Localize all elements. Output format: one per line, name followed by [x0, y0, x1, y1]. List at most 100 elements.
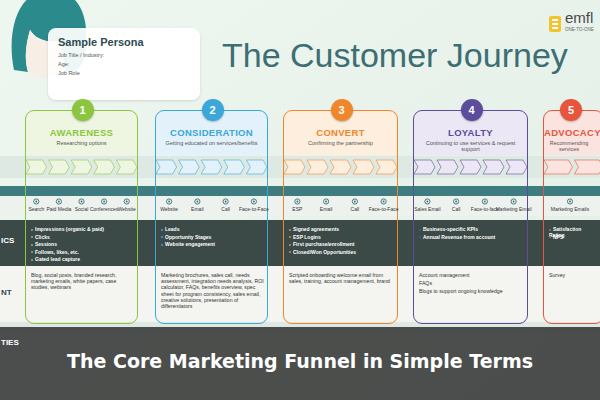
bullet-dot: [289, 236, 291, 238]
label-text: First purchase/enrollment: [293, 241, 354, 247]
stage-subtitle: Recommending services: [548, 140, 590, 153]
channel-label: Call: [221, 206, 230, 212]
stage-number-circle: 5: [560, 99, 582, 121]
channel-label: Call: [452, 206, 461, 212]
stage-number-circle: 2: [202, 99, 224, 121]
label-text: Blogs to support ongoing knowledge: [419, 288, 503, 294]
persona-card: Sample PersonaJob Title / Industry:Age:J…: [48, 28, 200, 100]
metric-item: Website engagement: [161, 241, 266, 247]
stage-card: 3CONVERTConfirming the partnership: [283, 110, 398, 324]
stage-card: 1AWARENESSResearching options: [25, 110, 138, 324]
metric-item: Sessions: [31, 241, 136, 247]
persona-name: Sample Persona: [58, 36, 190, 48]
stage-name: AWARENESS: [26, 127, 137, 138]
content-item: Survey: [549, 272, 593, 278]
channel-label: Email: [320, 206, 333, 212]
bullet-dot: [549, 229, 551, 231]
stage-number: 1: [79, 104, 85, 116]
content-item: Blogs to support ongoing knowledge: [419, 288, 524, 294]
channel-label: Call: [351, 206, 360, 212]
label-text: Closed/Won Opportunities: [293, 249, 356, 255]
label-text: Marketing Emails: [551, 206, 589, 212]
metric-item: Leads: [161, 226, 266, 232]
metric-item: Annual Revenue from account: [419, 234, 526, 240]
label-text: Email: [191, 206, 204, 212]
label-text: Survey: [549, 272, 565, 278]
content-item: Scripted onboarding welcome email from s…: [289, 272, 394, 284]
channel-label: Paid Media: [46, 206, 71, 212]
label-text: ICS: [1, 236, 14, 245]
channel-label: Face-to-Face: [369, 206, 399, 212]
bullet-dot: [161, 236, 163, 238]
label-text: Paid Media: [46, 206, 71, 212]
stage-subtitle: Getting educated on services/benefits: [160, 140, 263, 146]
channel-label: Face-to-face: [471, 206, 499, 212]
stage-number-circle: 3: [331, 99, 353, 121]
bullet-dot: [31, 244, 33, 246]
label-text: emfl: [565, 9, 593, 26]
stage-number-circle: 1: [72, 99, 94, 121]
bullet-dot: [31, 251, 33, 253]
metric-item: Clicks: [31, 234, 136, 240]
content-item: FAQs: [419, 280, 524, 286]
label-text: Call: [221, 206, 230, 212]
channel-label: Email: [191, 206, 204, 212]
metric-item: Impressions (organic & paid): [31, 226, 136, 232]
metric-item: Signed agreements: [289, 226, 396, 232]
label-text: Marketing brochures, sales call, needs a…: [161, 272, 264, 309]
label-text: Clicks: [35, 234, 50, 240]
label-text: Search: [28, 206, 44, 212]
content-item: Account management: [419, 272, 524, 278]
label-text: Website: [160, 206, 178, 212]
channel-label: Website: [118, 206, 136, 212]
label-text: ESP Logins: [293, 234, 321, 240]
label-text: Face-to-Face: [369, 206, 399, 212]
logo-mark: [549, 16, 561, 32]
bullet-dot: [289, 251, 291, 253]
channel-label: Social: [75, 206, 89, 212]
metric-item: Opportunity Stages: [161, 234, 266, 240]
bullet-dot: [419, 229, 421, 231]
label-text: Sales Email: [414, 206, 440, 212]
label-text: Conferences: [90, 206, 118, 212]
stage-number: 2: [209, 104, 215, 116]
label-text: Social: [75, 206, 89, 212]
label-text: Face-to-Face: [239, 206, 269, 212]
stage-card: 5ADVOCACYRecommending services: [543, 110, 600, 324]
bullet-dot: [31, 236, 33, 238]
label-text: Signed agreements: [293, 226, 339, 232]
caption-band: [0, 327, 600, 400]
stage-number: 5: [568, 104, 574, 116]
metric-item: Follows, likes, etc.: [31, 249, 136, 255]
stage-number-circle: 4: [461, 99, 483, 121]
label-text: Gated lead capture: [35, 256, 80, 262]
channel-label: Search: [28, 206, 44, 212]
bullet-dot: [289, 229, 291, 231]
metric-item: ESP Logins: [289, 234, 396, 240]
label-text: Impressions (organic & paid): [35, 226, 104, 232]
label-text: Leads: [165, 226, 179, 232]
metric-item: Closed/Won Opportunities: [289, 249, 396, 255]
channel-label: Face-to-Face: [239, 206, 269, 212]
label-text: Follows, likes, etc.: [35, 249, 79, 255]
metric-item: NPS: [549, 234, 595, 240]
label-text: ONE-TO-ONE: [565, 27, 594, 32]
label-text: Scripted onboarding welcome email from s…: [289, 272, 390, 284]
persona-field: Job Title / Industry:: [58, 52, 190, 58]
logo-tagline: ONE-TO-ONE: [565, 27, 594, 32]
row-heading: TIES: [1, 338, 19, 348]
metric-item: Business-specific KPIs: [419, 226, 526, 232]
bullet-dot: [419, 236, 421, 238]
label-text: Annual Revenue from account: [423, 234, 495, 240]
label-text: FAQs: [419, 280, 432, 286]
label-text: Business-specific KPIs: [423, 226, 478, 232]
channel-label: Sales Email: [414, 206, 440, 212]
logo-text: emfl: [565, 9, 593, 27]
stage-name: CONVERT: [284, 127, 397, 138]
row-heading: NT: [1, 288, 12, 298]
stage-subtitle: Confirming the partnership: [288, 140, 393, 146]
label-text: NT: [1, 288, 12, 297]
content-item: Blog, social posts, branded research, ma…: [31, 272, 134, 291]
label-text: Website: [118, 206, 136, 212]
